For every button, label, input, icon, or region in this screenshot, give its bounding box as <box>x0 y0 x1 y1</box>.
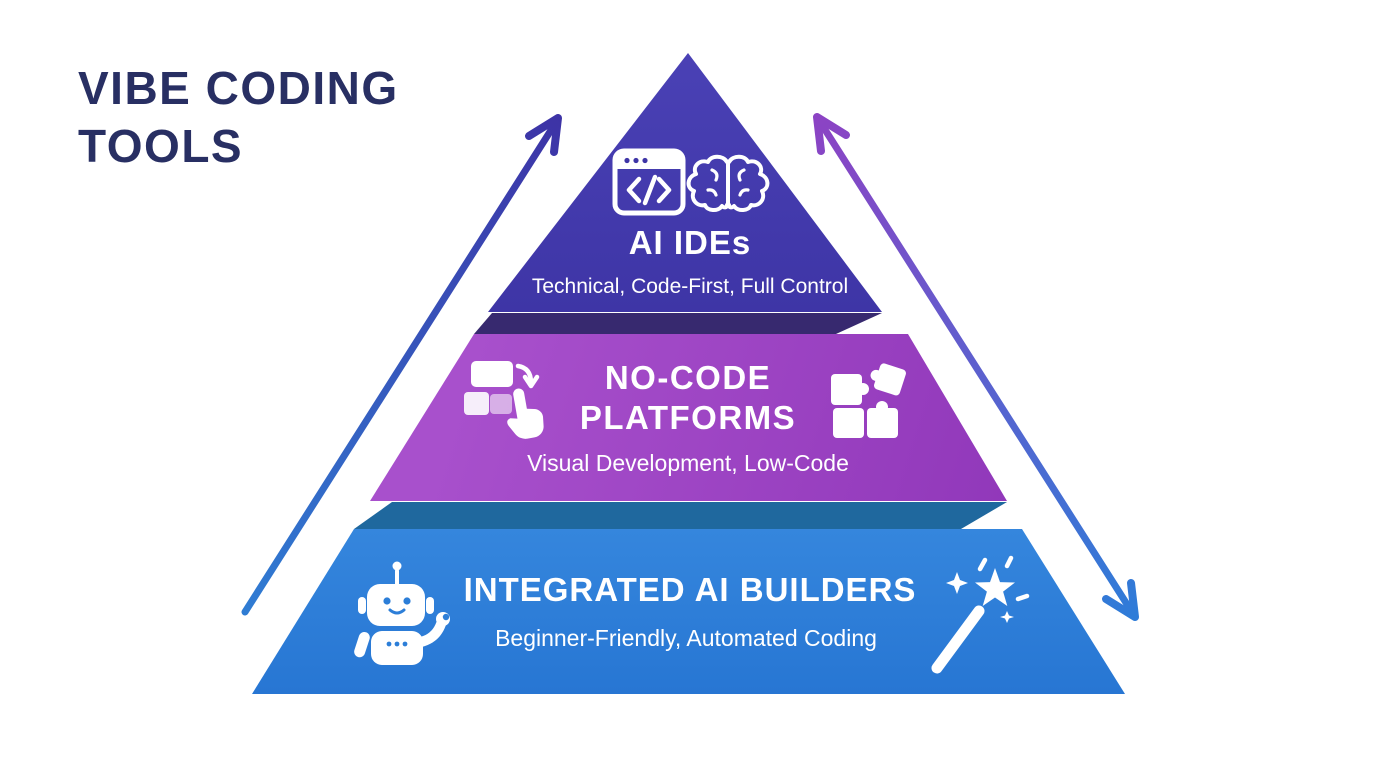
arrow-left-shaft <box>241 123 557 616</box>
tier3-subheading: Beginner-Friendly, Automated Coding <box>495 625 877 651</box>
tier3-heading: INTEGRATED AI BUILDERS <box>464 571 917 608</box>
tier-integrated-ai-builders: INTEGRATED AI BUILDERS Beginner-Friendly… <box>252 529 1125 694</box>
tier1-heading: AI IDEs <box>629 224 752 261</box>
page-title: VIBE CODING TOOLS <box>78 60 399 176</box>
page-title-line2: TOOLS <box>78 119 244 172</box>
ascending-arrow-left <box>241 114 562 616</box>
double-arrow-right <box>813 113 1139 621</box>
magic-wand-icon <box>931 555 1030 674</box>
tier2-bevel <box>354 502 1007 529</box>
tier3-face <box>252 529 1125 694</box>
tier2-subheading: Visual Development, Low-Code <box>527 450 849 476</box>
pointer-hand-icon <box>507 388 544 439</box>
tier-ai-ides: AI IDEs Technical, Code-First, Full Cont… <box>488 53 882 312</box>
drag-drop-icon <box>464 361 544 439</box>
robot-icon <box>354 561 450 665</box>
tier1-bevel <box>474 313 882 334</box>
arrow-left-head-icon <box>525 114 562 156</box>
arrow-right-down-head-icon <box>1102 579 1139 621</box>
puzzle-pieces-icon <box>831 363 906 438</box>
code-window-icon <box>612 148 686 216</box>
tier2-heading-line1: NO-CODE <box>605 359 771 396</box>
tier2-heading-line2: PLATFORMS <box>580 399 796 436</box>
brain-icon <box>686 154 770 212</box>
page-title-line1: VIBE CODING <box>78 62 399 114</box>
tier1-subheading: Technical, Code-First, Full Control <box>532 275 848 298</box>
arrow-right-shaft <box>818 121 1134 613</box>
arrow-right-up-head-icon <box>813 113 850 155</box>
tier-no-code-platforms: NO-CODE PLATFORMS Visual Development, Lo… <box>370 334 1007 501</box>
